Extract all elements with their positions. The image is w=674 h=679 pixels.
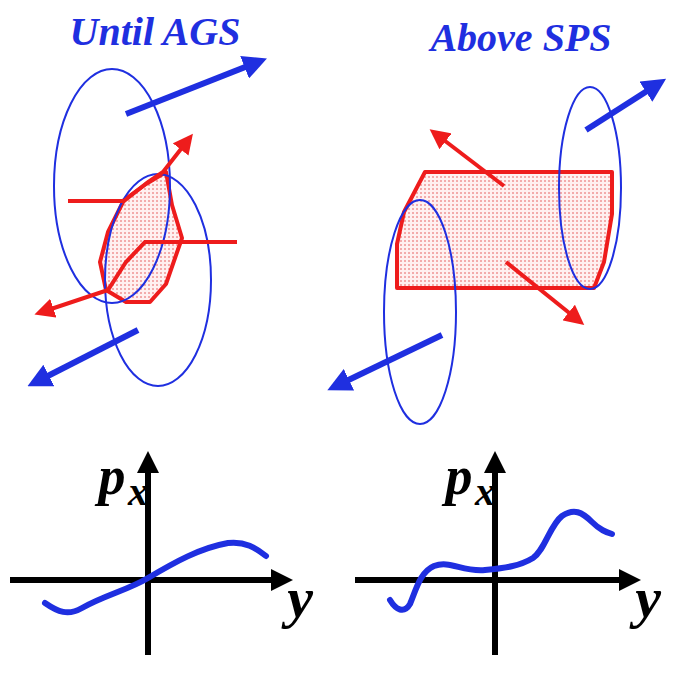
sps-collision <box>336 84 658 424</box>
axis-label: y <box>635 569 661 627</box>
beam-arrow <box>126 62 258 114</box>
panel-title: Above SPS <box>430 18 611 58</box>
flow-line <box>68 140 188 201</box>
panel-title: Until AGS <box>70 12 241 52</box>
flow-line <box>42 242 237 312</box>
axis-label: p <box>446 449 473 503</box>
flow-arrow <box>436 134 504 186</box>
left-plot <box>10 462 282 655</box>
beam-arrow <box>336 335 442 386</box>
nucleus-outline <box>105 174 211 386</box>
axis-subscript: x <box>128 472 148 512</box>
axis <box>355 577 630 583</box>
nucleus-outline <box>559 87 621 289</box>
overlap-region <box>397 172 612 288</box>
axis-label: y <box>287 569 313 627</box>
flow-curve <box>390 512 612 610</box>
axis-label: p <box>99 449 126 503</box>
right-plot <box>355 462 630 655</box>
nucleus-outline <box>384 200 456 424</box>
axis-subscript: x <box>475 472 495 512</box>
beam-arrow <box>586 84 658 130</box>
flow-curve <box>45 543 266 613</box>
beam-arrow <box>36 330 138 382</box>
ags-collision <box>36 62 258 386</box>
flow-arrow <box>506 262 578 320</box>
